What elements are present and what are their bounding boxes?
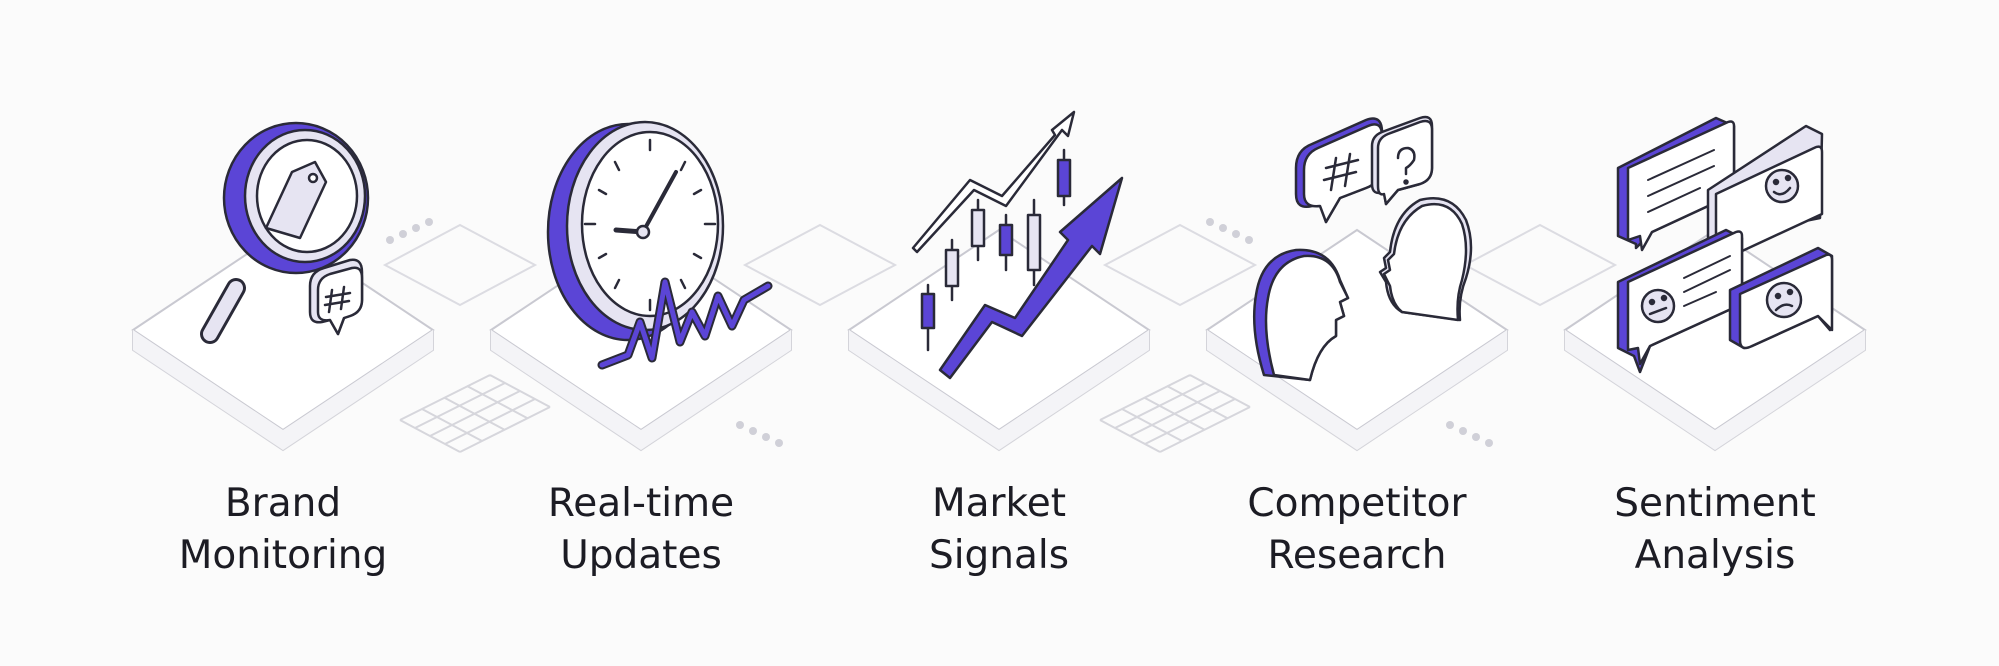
label-real-time-updates: Real-time Updates	[491, 478, 791, 582]
connector-3	[1099, 218, 1258, 453]
candlestick-trend-icon	[911, 110, 1124, 380]
label-line-2: Analysis	[1634, 533, 1796, 578]
label-brand-monitoring: Brand Monitoring	[133, 478, 433, 582]
label-line-2: Signals	[928, 533, 1070, 578]
label-line-2: Updates	[560, 533, 722, 578]
label-line-1: Market	[931, 481, 1067, 526]
label-market-signals: Market Signals	[849, 478, 1149, 582]
magnifier-tag-hashtag-icon	[200, 121, 370, 344]
emoji-speech-bubbles-icon	[1616, 116, 1834, 374]
label-line-1: Competitor	[1247, 481, 1467, 526]
label-line-2: Monitoring	[178, 533, 388, 578]
clock-pulse-icon	[546, 120, 773, 370]
label-sentiment-analysis: Sentiment Analysis	[1565, 478, 1865, 582]
label-line-2: Research	[1267, 533, 1447, 578]
heads-speech-bubbles-icon	[1252, 115, 1473, 382]
label-line-1: Real-time	[547, 481, 735, 526]
label-line-1: Sentiment	[1614, 481, 1816, 526]
connector-4	[1446, 223, 1618, 447]
label-line-1: Brand	[224, 481, 342, 526]
connector-1	[382, 218, 551, 453]
connector-2	[736, 223, 898, 447]
label-competitor-research: Competitor Research	[1207, 478, 1507, 582]
